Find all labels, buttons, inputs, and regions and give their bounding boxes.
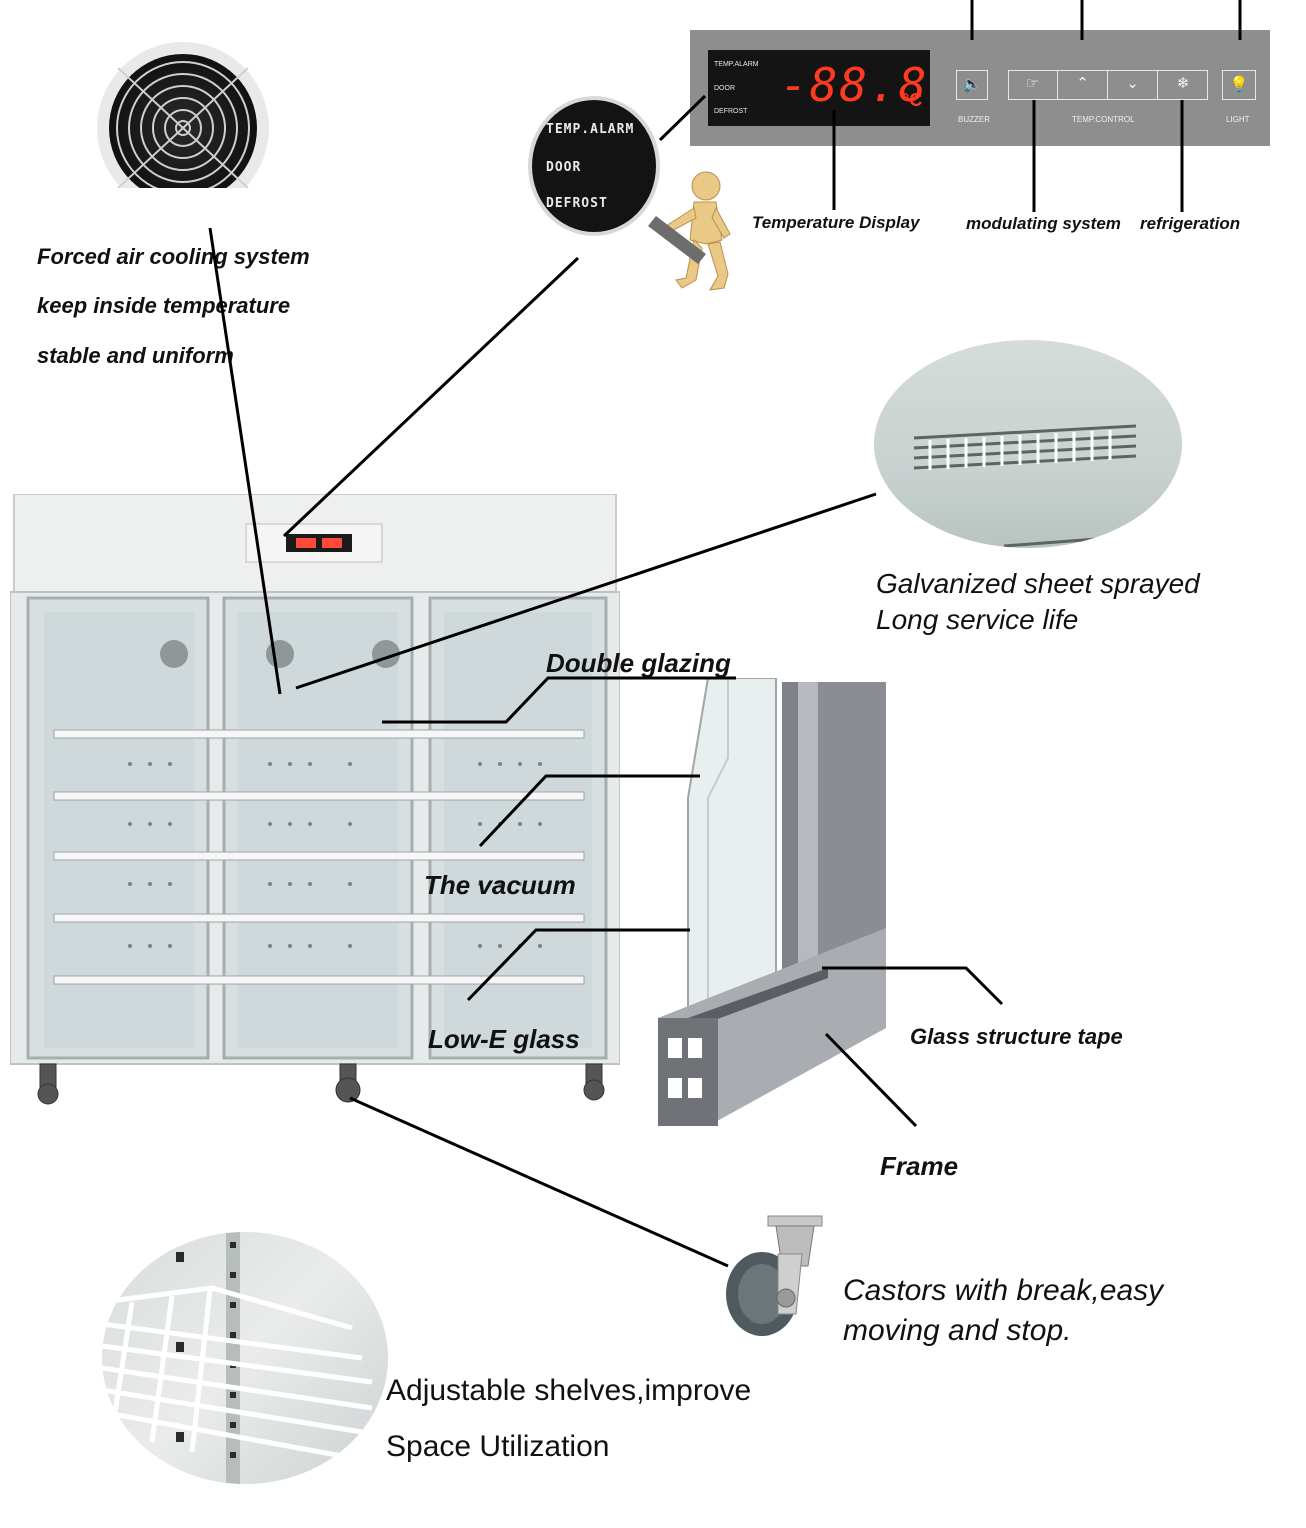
temperature-readout: -88.8 [780, 58, 929, 112]
refrigeration-label: refrigeration [1140, 214, 1241, 233]
unit-label: °C [902, 90, 923, 110]
glass-structure-tape-label: Glass structure tape [910, 1024, 1123, 1049]
lens-temp-alarm: TEMP.ALARM [546, 122, 635, 137]
indicator-defrost: DEFROST [714, 108, 748, 115]
fan-caption-line2: keep inside temperature [37, 293, 291, 318]
buzzer-label: BUZZER [958, 115, 990, 124]
indicator-door: DOOR [714, 85, 735, 92]
double-glazing-label: Double glazing [546, 648, 731, 678]
zoom-lens: TEMP.ALARM DOOR DEFROST [528, 96, 660, 236]
chevron-up-icon: ⌃ [1076, 75, 1089, 92]
refrigeration-button[interactable]: ❄ [1158, 70, 1208, 100]
shelves-caption-line1: Adjustable shelves,improve [386, 1374, 752, 1407]
galvanized-caption-line1: Galvanized sheet sprayed [876, 568, 1200, 599]
buzzer-button[interactable]: 🔈 [956, 70, 988, 100]
light-label: LIGHT [1226, 115, 1250, 124]
light-button[interactable]: 💡 [1222, 70, 1256, 100]
mode-button[interactable]: ☞ [1008, 70, 1058, 100]
castors-caption-line2: moving and stop. [843, 1314, 1072, 1347]
lens-defrost: DEFROST [546, 196, 608, 211]
galvanized-caption-line2: Long service life [876, 604, 1079, 635]
castor-image [718, 1210, 828, 1342]
control-panel: TEMP.ALARM DOOR DEFROST -88.8 °C 🔈 BUZZE… [690, 30, 1270, 146]
temp-control-label: TEMP.CONTROL [1072, 115, 1135, 124]
bulb-icon: 💡 [1229, 76, 1249, 93]
indicator-temp-alarm: TEMP.ALARM [714, 61, 759, 68]
display-screen: TEMP.ALARM DOOR DEFROST -88.8 °C [708, 50, 930, 126]
galvanized-sheet-image [874, 340, 1182, 548]
lens-door: DOOR [546, 160, 582, 175]
modulating-system-label: modulating system [966, 214, 1121, 233]
refrigerator-cabinet [9, 493, 621, 1110]
speaker-icon: 🔈 [962, 76, 982, 93]
castors-caption-line1: Castors with break,easy [843, 1274, 1164, 1307]
vacuum-label: The vacuum [424, 870, 576, 900]
snowflake-icon: ❄ [1176, 75, 1190, 92]
window-profile-image [648, 677, 888, 1126]
fan-image [96, 38, 271, 216]
fan-caption-line1: Forced air cooling system [37, 244, 310, 269]
frame-label: Frame [880, 1151, 959, 1181]
fan-caption-line3: stable and uniform [37, 343, 234, 368]
low-e-glass-label: Low-E glass [428, 1024, 580, 1054]
shelf-image [102, 1232, 388, 1484]
chevron-down-icon: ⌄ [1126, 75, 1139, 92]
shelves-caption-line2: Space Utilization [386, 1430, 610, 1463]
temperature-display-label: Temperature Display [752, 213, 920, 232]
figure-holding-magnifier [636, 168, 736, 296]
temp-down-button[interactable]: ⌄ [1108, 70, 1158, 100]
temp-up-button[interactable]: ⌃ [1058, 70, 1108, 100]
hand-icon: ☞ [1025, 75, 1040, 92]
temp-control-group: ☞ ⌃ ⌄ ❄ [1008, 70, 1208, 100]
